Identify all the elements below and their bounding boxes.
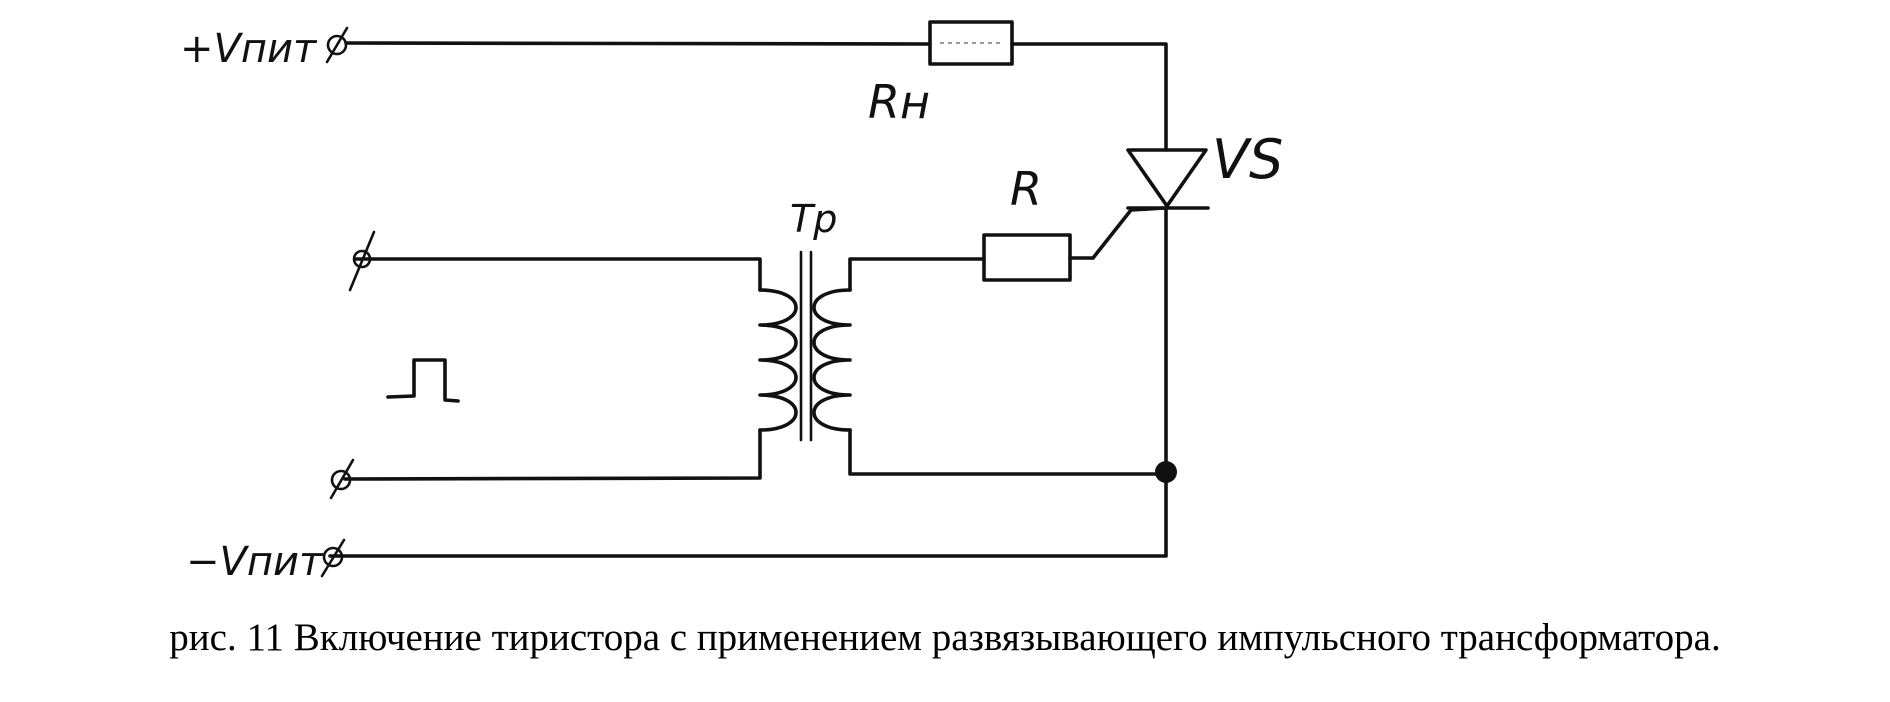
primary-wire xyxy=(343,257,762,481)
input-terminal-bottom xyxy=(329,458,355,500)
load-resistor-label: Rн xyxy=(868,75,930,129)
input-terminal-top xyxy=(348,230,376,292)
thyristor xyxy=(1091,148,1210,260)
thyristor-label: VS xyxy=(1212,128,1283,191)
secondary-winding xyxy=(812,288,852,432)
secondary-wire xyxy=(848,257,1168,476)
transformer-label: Тр xyxy=(790,197,837,241)
plus-supply-terminal xyxy=(325,26,349,64)
junction-dot xyxy=(1155,461,1177,483)
minus-supply-label: −Vпит xyxy=(186,539,324,585)
transformer-core xyxy=(799,250,813,442)
gate-resistor-label: R xyxy=(1010,162,1042,216)
plus-supply-label: +Vпит xyxy=(180,26,318,72)
right-rail-wire xyxy=(328,206,1168,558)
gate-resistor xyxy=(982,233,1072,282)
pulse-symbol xyxy=(386,358,460,403)
primary-winding xyxy=(758,288,798,432)
minus-supply-terminal xyxy=(320,538,346,578)
load-resistor xyxy=(928,20,1014,66)
figure-caption: рис. 11 Включение тиристора с применение… xyxy=(169,616,1721,659)
top-rail-wire xyxy=(344,41,1168,152)
